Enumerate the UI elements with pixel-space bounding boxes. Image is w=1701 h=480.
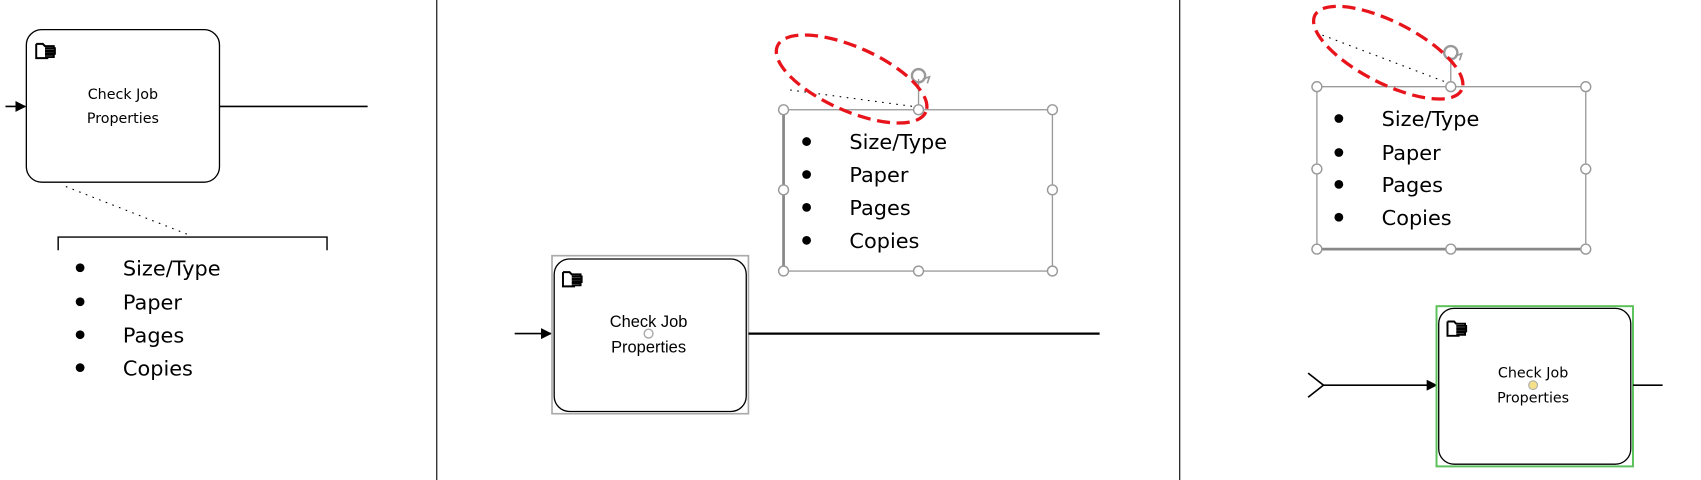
text-annotation-selected[interactable]: Size/Type Paper Pages Copies [1311, 44, 1592, 255]
resize-handle[interactable] [912, 265, 925, 277]
gateway-edge[interactable] [1307, 372, 1325, 398]
resize-handle[interactable] [777, 184, 790, 196]
bullet-icon [802, 170, 811, 179]
annotation-item: Size/Type [849, 130, 947, 154]
highlight-ellipse [774, 33, 929, 125]
task-selection-outline [1435, 305, 1634, 468]
task-label-line1: Check Job [610, 313, 688, 331]
rotate-handle-icon[interactable] [1442, 44, 1464, 61]
text-annotation[interactable]: Size/Type Paper Pages Copies [57, 236, 328, 380]
bullet-icon [75, 297, 85, 307]
association-dotted-line[interactable] [1322, 34, 1447, 83]
bullet-icon [1334, 212, 1344, 222]
annotation-item: Size/Type [1382, 107, 1480, 131]
annotation-item: Pages [1382, 173, 1443, 197]
resize-handle[interactable] [1311, 243, 1323, 255]
task-label-line2: Properties [611, 338, 686, 356]
resize-handle[interactable] [777, 265, 790, 277]
resize-handle[interactable] [1046, 104, 1059, 116]
bullet-icon [1334, 114, 1344, 123]
resize-handle[interactable] [912, 104, 925, 116]
resize-handle[interactable] [777, 104, 790, 116]
task-label-line2: Properties [1497, 391, 1569, 407]
resize-handle[interactable] [1445, 81, 1457, 93]
task-label-line1: Check Job [88, 87, 158, 103]
bullet-icon [75, 263, 85, 273]
resize-handle[interactable] [1046, 265, 1059, 277]
task-label-line2: Properties [87, 111, 159, 127]
resize-handle[interactable] [1311, 163, 1323, 175]
connection-point-handle[interactable] [643, 328, 654, 339]
annotation-item: Pages [123, 323, 184, 347]
association-dotted-line[interactable] [65, 186, 189, 236]
panel-original: Check Job Properties Size/Type Paper Pag… [5, 28, 368, 380]
panel-task-selected: Size/Type Paper Pages Copies Check Job P… [1307, 4, 1663, 468]
highlight-ellipse [1311, 4, 1465, 101]
panel-annotation-selected: Check Job Properties Size/Type P [514, 33, 1100, 415]
bullet-icon [75, 330, 85, 340]
annotation-item: Paper [123, 290, 182, 314]
resize-handle[interactable] [1580, 163, 1592, 175]
annotation-item: Copies [849, 229, 919, 253]
resize-handle[interactable] [1580, 243, 1592, 255]
annotation-item: Paper [1382, 141, 1441, 165]
resize-handle[interactable] [1311, 81, 1323, 93]
resize-handle[interactable] [1580, 81, 1592, 93]
bullet-icon [75, 363, 85, 373]
annotation-item: Pages [849, 196, 910, 220]
bullet-icon [802, 203, 811, 212]
bullet-icon [1334, 179, 1344, 189]
bullet-icon [802, 235, 811, 245]
resize-handle[interactable] [1445, 243, 1457, 255]
task-box[interactable] [553, 258, 747, 413]
rotate-handle-icon[interactable] [910, 67, 931, 84]
annotation-item: Copies [123, 356, 193, 380]
annotation-bracket [57, 236, 328, 251]
annotation-item: Paper [849, 163, 908, 187]
task-check-job-properties-selected[interactable]: Check Job Properties [1435, 305, 1634, 468]
bullet-icon [1334, 148, 1344, 157]
task-label-line1: Check Job [1498, 366, 1568, 382]
task-check-job-properties[interactable]: Check Job Properties [551, 254, 750, 415]
text-annotation-selected[interactable]: Size/Type Paper Pages Copies [777, 67, 1059, 277]
annotation-item: Size/Type [123, 256, 221, 280]
connection-point-handle[interactable] [1528, 380, 1539, 391]
resize-handle[interactable] [1046, 184, 1059, 196]
bullet-icon [802, 137, 811, 146]
annotation-item: Copies [1382, 206, 1452, 230]
task-check-job-properties[interactable]: Check Job Properties [25, 28, 221, 183]
